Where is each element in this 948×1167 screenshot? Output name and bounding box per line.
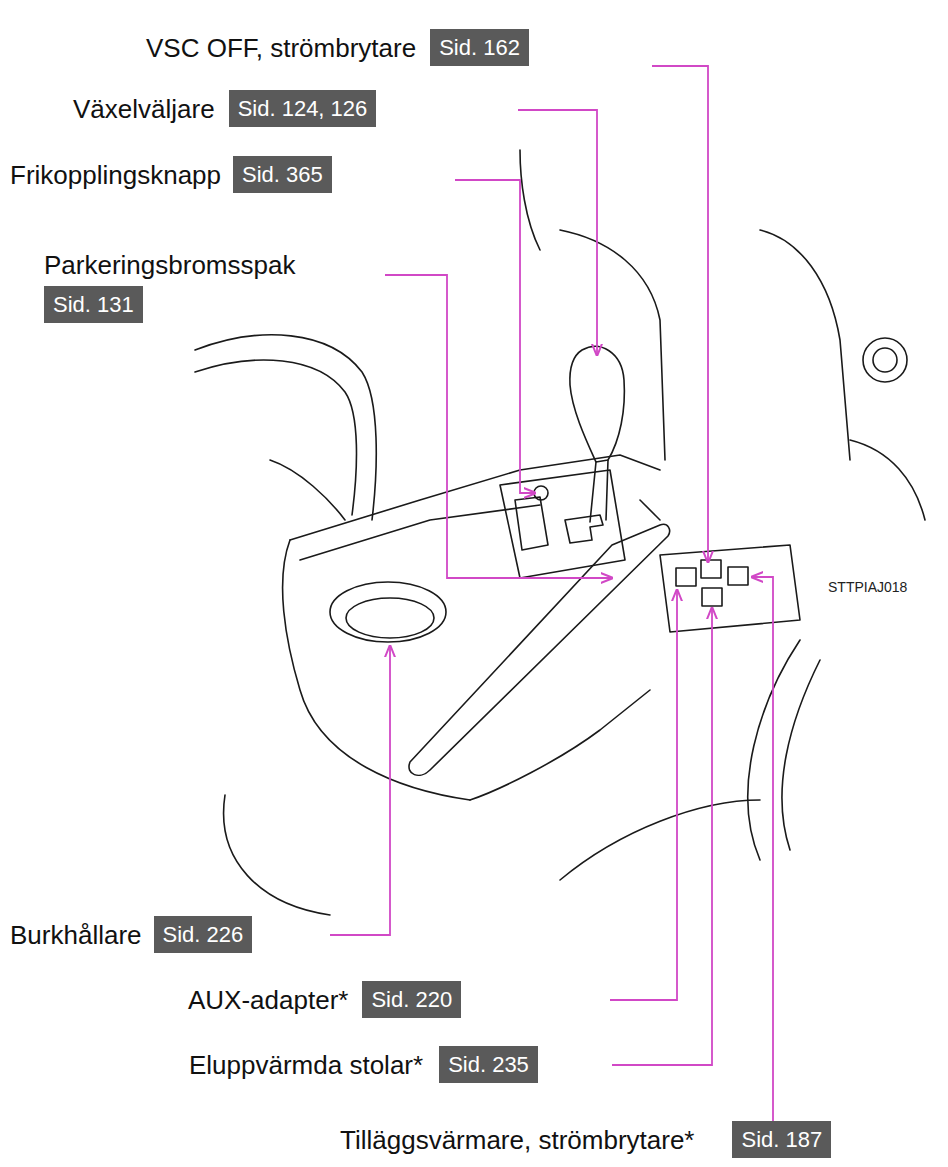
console-outline	[290, 455, 660, 540]
part-name: Burkhållare	[10, 920, 142, 950]
leader-line	[610, 590, 677, 1000]
release-button	[534, 486, 548, 500]
callout-group: VSC OFF, strömbrytare Sid. 162	[146, 29, 529, 66]
seat-outline	[560, 800, 760, 880]
page-reference: Sid. 226	[154, 916, 253, 953]
callout-group: Burkhållare Sid. 226	[10, 916, 252, 953]
part-name: VSC OFF, strömbrytare	[146, 33, 416, 63]
callout-group: AUX-adapter* Sid. 220	[188, 981, 461, 1018]
page-reference: Sid. 365	[233, 156, 332, 193]
page-reference: Sid. 162	[430, 29, 529, 66]
seat-outline	[195, 335, 376, 520]
page-reference: Sid. 124, 126	[229, 90, 377, 127]
part-name: Växelväljare	[73, 94, 215, 124]
leader-line	[455, 180, 535, 493]
leader-lines	[330, 66, 773, 1125]
shift-gate	[565, 515, 603, 543]
seat-outline	[224, 795, 330, 915]
shift-stem	[590, 460, 608, 522]
brake-lever	[409, 524, 670, 775]
leader-line	[518, 110, 597, 355]
console-outline	[300, 505, 540, 560]
switch	[702, 588, 722, 606]
leader-line	[330, 646, 390, 935]
dash-knob	[873, 348, 897, 372]
part-name: Frikopplingsknapp	[10, 160, 221, 190]
seat-outline	[782, 660, 820, 850]
part-name: Parkeringsbromsspak	[44, 250, 295, 280]
cup-holder	[346, 598, 434, 638]
console-outline	[470, 690, 650, 800]
dash-outline	[850, 440, 925, 520]
shift-knob	[570, 347, 625, 462]
cup-holder	[330, 582, 446, 642]
leader-line	[385, 275, 612, 578]
seat-outline	[195, 360, 356, 515]
line-drawing	[195, 150, 925, 915]
page-reference: Sid. 131	[44, 286, 143, 323]
console-outline	[283, 540, 470, 800]
dash-outline	[560, 230, 665, 460]
switch	[701, 560, 721, 578]
page-reference: Sid. 220	[362, 981, 461, 1018]
switch	[676, 568, 696, 586]
dash-outline	[520, 150, 540, 250]
part-name: Tilläggsvärmare, strömbrytare*	[340, 1125, 694, 1155]
figure-code: STTPIAJ018	[828, 579, 907, 595]
brake-lever	[640, 500, 660, 520]
switch-panel	[660, 545, 800, 632]
callout-group: Eluppvärmda stolar* Sid. 235	[189, 1046, 538, 1083]
leader-line	[752, 577, 773, 1125]
page-reference: Sid. 187	[732, 1121, 831, 1158]
switch	[728, 567, 748, 585]
callout-group: ParkeringsbromsspakSid. 131	[44, 250, 295, 323]
seat-outline	[748, 640, 800, 860]
callout-group: Tilläggsvärmare, strömbrytare* Sid. 187	[340, 1121, 831, 1158]
seat-outline	[270, 460, 345, 520]
callout-group: Frikopplingsknapp Sid. 365	[10, 156, 332, 193]
page-reference: Sid. 235	[439, 1046, 538, 1083]
shift-plate	[500, 470, 625, 578]
callout-group: Växelväljare Sid. 124, 126	[73, 90, 376, 127]
leader-line	[652, 66, 708, 562]
dash-outline	[760, 230, 850, 460]
part-name: AUX-adapter*	[188, 985, 348, 1015]
dash-knob	[863, 338, 907, 382]
shift-plate	[515, 497, 548, 550]
leader-line	[612, 608, 712, 1065]
part-name: Eluppvärmda stolar*	[189, 1050, 423, 1080]
